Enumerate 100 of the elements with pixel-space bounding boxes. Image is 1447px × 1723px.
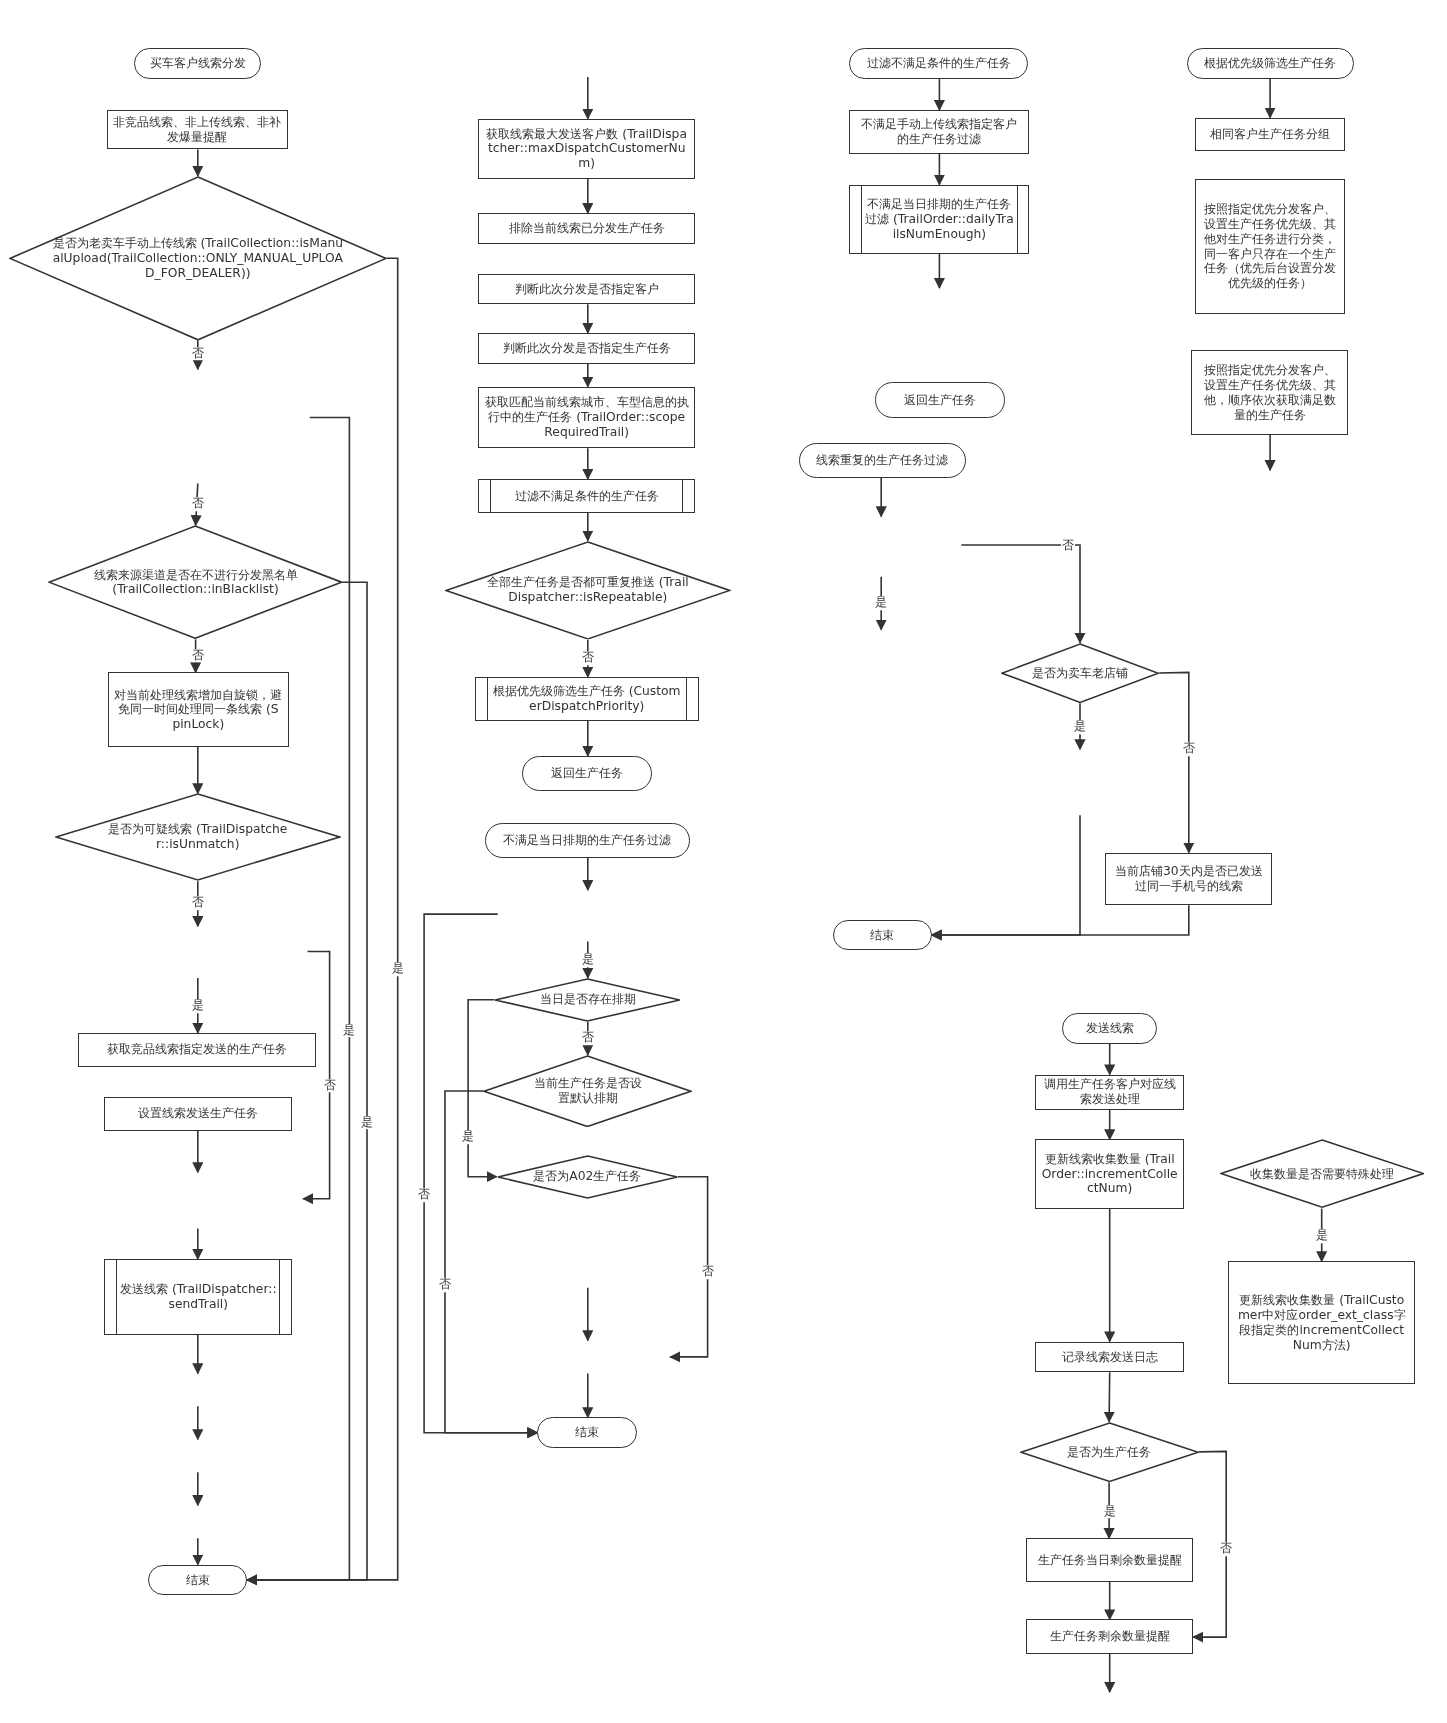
process-box	[1191, 350, 1349, 436]
arrow	[960, 544, 1086, 644]
edge-label: 是	[390, 962, 405, 976]
node-label: 买车客户线索分发	[149, 56, 246, 72]
terminator	[1062, 1013, 1157, 1044]
subprocess-box	[104, 1259, 293, 1335]
arrow	[1264, 78, 1276, 119]
edge-label: 是	[1314, 1229, 1329, 1243]
edge-label: 否	[190, 347, 205, 361]
decision-diamond	[54, 793, 341, 882]
node-label: 是否为可疑线索 (TrailDispatcher::isUnmatch)	[107, 822, 289, 852]
arrow	[582, 447, 594, 481]
process-box	[477, 213, 696, 244]
node-label: 设置线索发送生产任务	[138, 1106, 259, 1121]
node-label: 获取线索最大发送客户数 (TrailDispatcher::maxDispatchCustomerNum)	[485, 126, 688, 171]
node-label: 返回生产任务	[550, 766, 623, 781]
node-label: 相同客户生产任务分组	[1210, 126, 1331, 142]
arrow	[467, 999, 498, 1183]
node-label: 发送线索 (TrailDispatcher::sendTrail)	[119, 1282, 277, 1312]
decision-diamond	[8, 175, 387, 341]
process-box	[477, 386, 696, 449]
edge-label: 是	[359, 1116, 374, 1130]
edge-label: 是	[461, 1130, 476, 1144]
edge-label: 是	[1102, 1505, 1117, 1519]
terminator	[832, 919, 932, 951]
process-box	[1195, 117, 1345, 151]
arrow	[582, 857, 594, 892]
terminator	[874, 382, 1006, 418]
process-box	[106, 109, 288, 150]
edge-label: 是	[1073, 720, 1087, 735]
arrow	[1104, 1207, 1116, 1343]
node-label: 根据优先级筛选生产任务	[1204, 56, 1337, 72]
node-label: 返回生产任务	[903, 392, 976, 408]
node-label: 不满足当日排期的生产任务过滤	[503, 833, 672, 848]
edge-label: 否	[417, 1188, 432, 1203]
node-label: 按照指定优先分发客户、设置生产任务优先级、其他，顺序依次获取满足数量的生产任务	[1202, 363, 1337, 423]
arrow	[192, 148, 204, 177]
node-label: 线索来源渠道是否在不进行分发黑名单 (TrailCollection::inBlacklist)	[92, 567, 299, 598]
process-box	[1026, 1538, 1194, 1583]
terminator	[484, 822, 690, 859]
process-box	[849, 109, 1030, 154]
arrow	[933, 253, 945, 289]
decision-diamond	[1000, 642, 1160, 704]
node-label: 排除当前线索已分发生产任务	[508, 221, 665, 236]
edge-label: 否	[190, 896, 205, 910]
node-label: 判断此次分发是否指定生产任务	[502, 340, 671, 356]
edge-label: 否	[580, 1031, 595, 1046]
arrow	[1103, 1481, 1115, 1540]
arrow	[582, 76, 594, 120]
arrow	[192, 1537, 204, 1566]
node-label: 调用生产任务客户对应线索发送处理	[1042, 1077, 1177, 1107]
edge-label: 否	[1181, 742, 1196, 757]
process-box	[1026, 1619, 1194, 1654]
node-label: 当日是否存在排期	[539, 992, 636, 1008]
process-box	[1034, 1341, 1185, 1373]
arrow	[1103, 1371, 1115, 1423]
arrow	[1104, 1652, 1116, 1694]
node-label: 是否为A02生产任务	[533, 1169, 642, 1185]
terminator	[1186, 48, 1354, 80]
arrow	[192, 1227, 204, 1261]
process-box	[1105, 852, 1273, 906]
subprocess-box	[849, 184, 1030, 254]
node-label: 获取竞品线索指定发送的生产任务	[107, 1042, 288, 1058]
terminator	[537, 1417, 638, 1449]
node-label: 记录线索发送日志	[1061, 1349, 1158, 1365]
edge-label: 否	[190, 497, 205, 512]
arrow	[582, 1372, 594, 1419]
decision-diamond	[496, 1154, 678, 1199]
node-label: 对当前处理线索增加自旋锁，避免同一时间处理同一条线索 (SpinLock)	[114, 687, 283, 732]
arrow	[875, 477, 887, 518]
subprocess-box	[474, 676, 699, 721]
process-box	[1228, 1261, 1416, 1385]
arrow	[444, 1090, 539, 1439]
arrow	[246, 416, 351, 1586]
node-label: 是否为老卖车手动上传线索 (TrailCollection::isManualUpload(TrailCollection::ONLY_MANUAL_UPLOAD_FOR_DEALER))	[51, 236, 344, 281]
process-box	[107, 672, 289, 748]
edge-label: 否	[1219, 1542, 1234, 1556]
node-label: 发送线索	[1085, 1021, 1134, 1036]
arrow	[930, 814, 1081, 941]
process-box	[1195, 179, 1345, 315]
node-label: 非竞品线索、非上传线索、非补发爆量提醒	[113, 114, 282, 145]
edge-label: 是	[580, 953, 595, 968]
process-box	[78, 1032, 317, 1067]
process-box	[477, 332, 696, 364]
decision-diamond	[494, 977, 682, 1022]
arrow	[1158, 671, 1195, 854]
decision-diamond	[444, 540, 731, 640]
edge-label: 否	[700, 1265, 715, 1280]
terminator	[521, 755, 652, 792]
edge-label: 是	[342, 1023, 357, 1038]
process-box	[104, 1096, 293, 1131]
node-label: 当前生产任务是否设置默认排期	[532, 1076, 643, 1106]
node-label: 当前店铺30天内是否已发送过同一手机号的线索	[1113, 864, 1264, 894]
edge-label: 否	[1060, 539, 1075, 553]
node-label: 不满足当日排期的生产任务过滤 (TrailOrder::dailyTrailsNumEnough)	[864, 197, 1015, 242]
condition-label: 是	[874, 596, 889, 610]
edge-label: 否	[190, 649, 205, 663]
arrow	[1264, 434, 1276, 472]
arrow	[582, 178, 594, 215]
process-box	[1034, 1074, 1185, 1110]
